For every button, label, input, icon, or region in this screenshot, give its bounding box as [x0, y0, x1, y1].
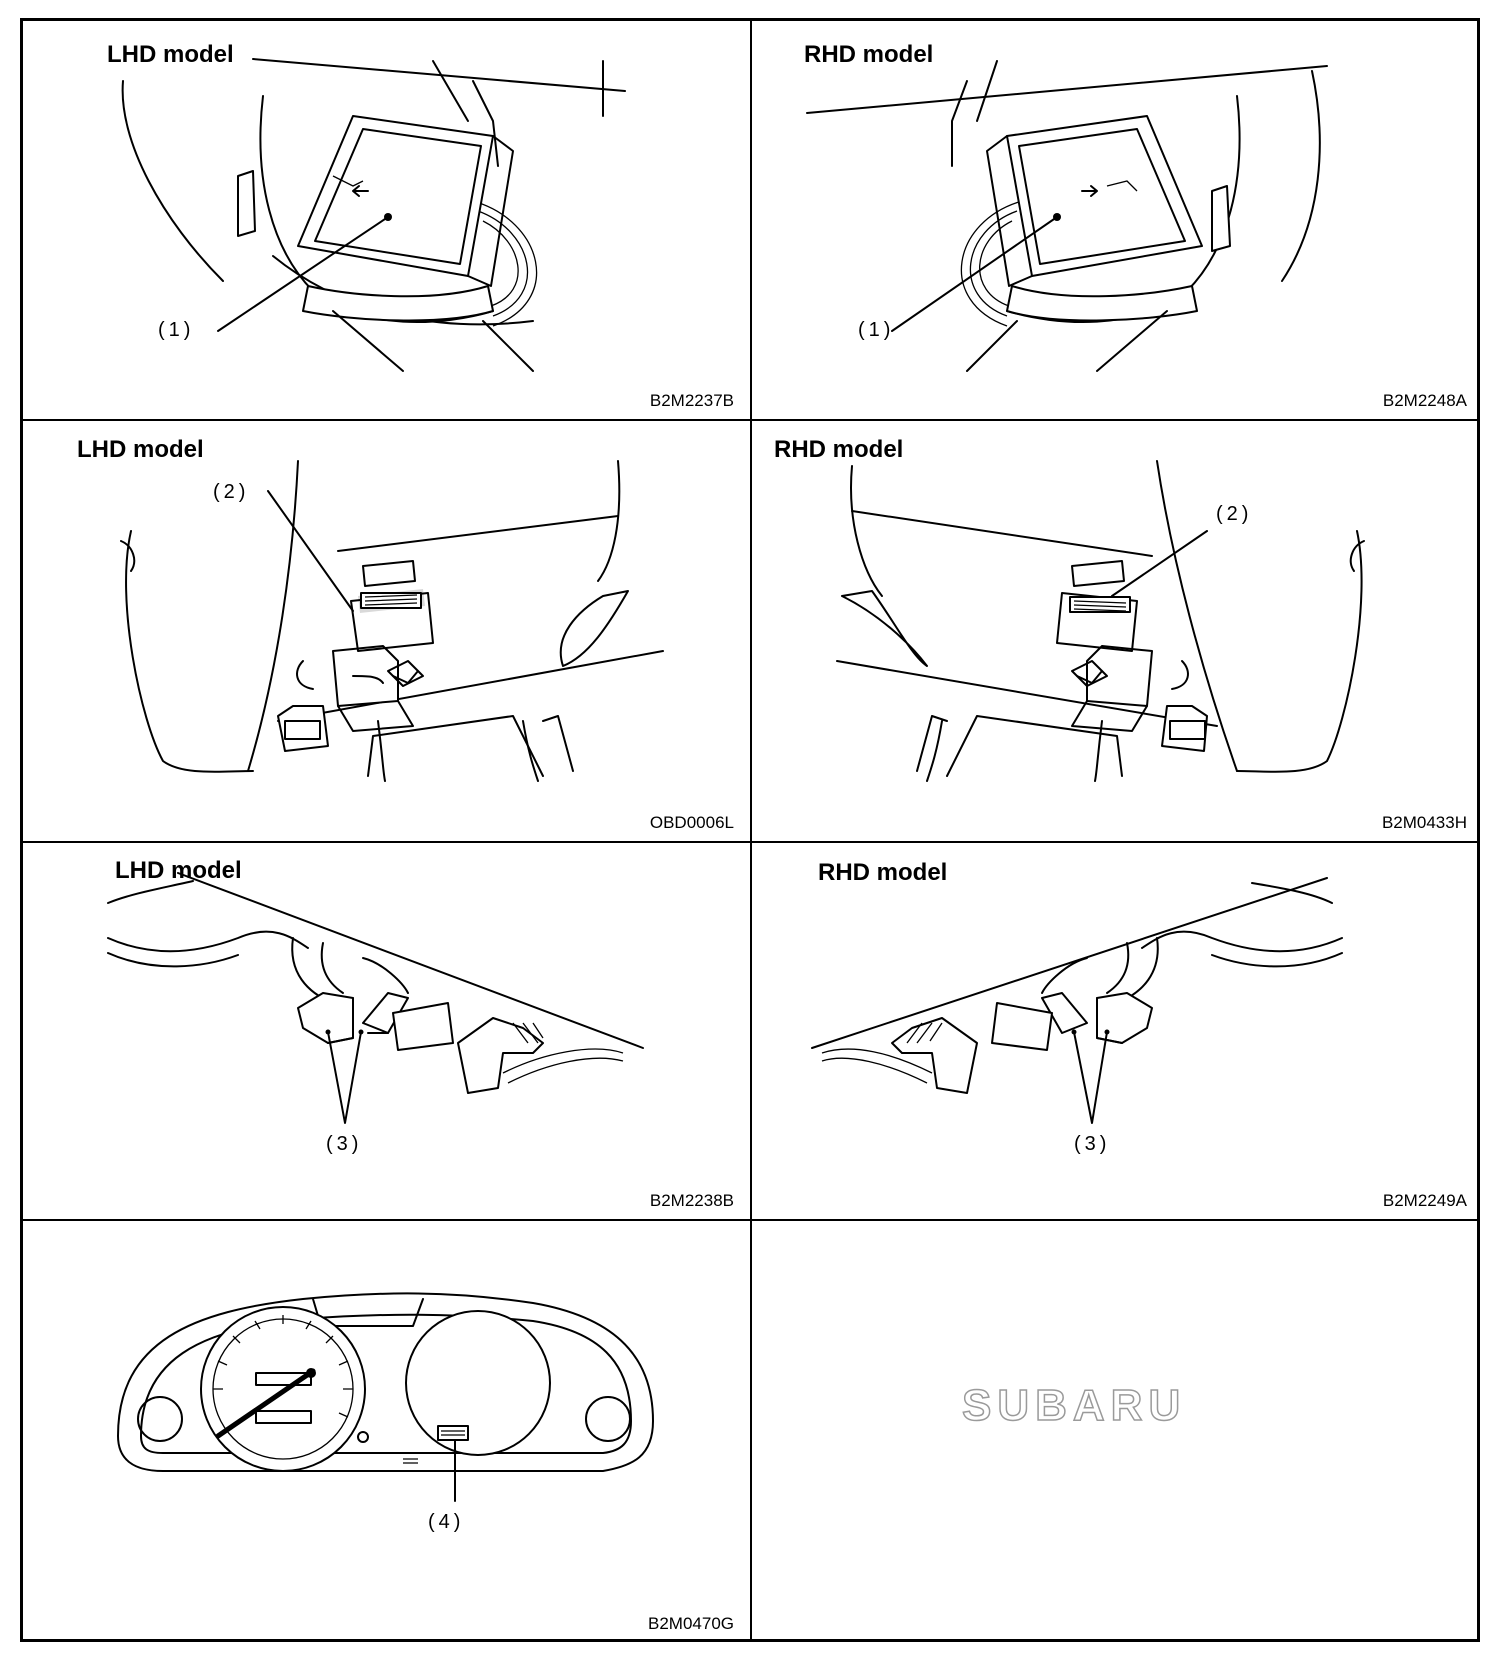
callout-label: (2) — [1216, 503, 1253, 525]
figure-code: B2M2237B — [649, 391, 734, 410]
figure-code: B2M2248A — [1382, 391, 1467, 410]
panel-rhd-ecm: RHD model (1) B2M2248A — [752, 21, 1483, 419]
panel-title: LHD model — [115, 857, 242, 884]
panel-title: RHD model — [774, 436, 904, 463]
test-connector-rhd-illustration — [811, 877, 1343, 1124]
ecm-lhd-illustration — [121, 58, 626, 372]
panel-rhd-connector: RHD model (2) B2M0433H — [752, 421, 1483, 841]
ecm-rhd-illustration — [806, 60, 1328, 372]
callout-label: (2) — [213, 481, 250, 503]
panel-lhd-test-connector: LHD model (3) B2M2238B — [23, 843, 750, 1219]
callout-label: (3) — [326, 1133, 363, 1155]
panel-title: RHD model — [818, 859, 948, 886]
panel-title: LHD model — [77, 436, 204, 463]
subaru-logo: SUBARU — [961, 1380, 1187, 1431]
figure-code: B2M2238B — [649, 1191, 734, 1210]
speedometer-ticks — [213, 1315, 353, 1418]
row-divider — [23, 841, 1477, 843]
column-divider — [750, 21, 752, 1639]
callout-label: (1) — [158, 319, 195, 341]
panel-title: RHD model — [804, 41, 934, 68]
diagram-sheet: LHD model (1) B2M2237B RHD model — [20, 18, 1480, 1642]
row-divider — [23, 1219, 1477, 1221]
panel-title: LHD model — [107, 41, 234, 68]
row-divider — [23, 419, 1477, 421]
callout-label: (4) — [428, 1511, 465, 1533]
panel-lhd-ecm: LHD model (1) B2M2237B — [23, 21, 750, 419]
panel-combination-meter: (4) B2M0470G — [23, 1221, 750, 1642]
connector-rhd-illustration — [836, 460, 1365, 782]
callout-label: (1) — [858, 319, 895, 341]
figure-code: B2M0470G — [648, 1614, 734, 1633]
panel-logo: SUBARU — [752, 1221, 1483, 1642]
panel-lhd-connector: LHD model (2) OBD0006L — [23, 421, 750, 841]
combination-meter-illustration — [117, 1292, 654, 1502]
figure-code: OBD0006L — [649, 813, 734, 832]
callout-label: (3) — [1074, 1133, 1111, 1155]
figure-code: B2M0433H — [1381, 813, 1467, 832]
panel-rhd-test-connector: RHD model (3) B2M2249A — [752, 843, 1483, 1219]
connector-lhd-illustration — [120, 460, 664, 782]
figure-code: B2M2249A — [1382, 1191, 1467, 1210]
test-connector-lhd-illustration — [107, 872, 644, 1124]
